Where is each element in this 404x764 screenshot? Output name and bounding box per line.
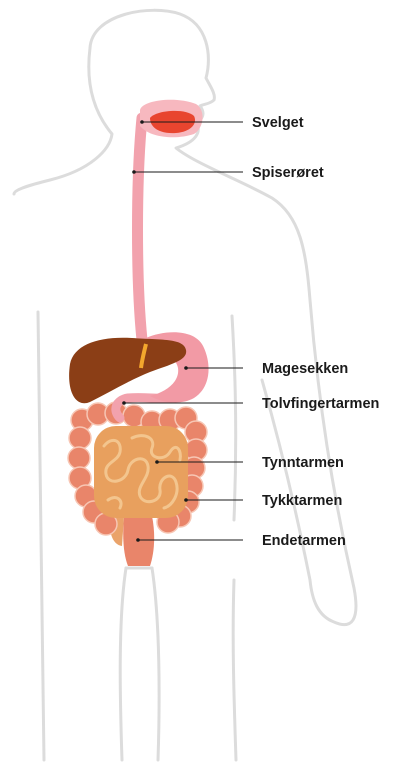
label-stomach: Magesekken: [262, 361, 348, 377]
esophagus-shape: [138, 118, 143, 340]
label-pharynx: Svelget: [252, 115, 304, 131]
dot-small-intestine: [155, 460, 159, 464]
label-rectum: Endetarmen: [262, 533, 346, 549]
dot-esophagus: [132, 170, 136, 174]
label-duodenum: Tolvfingertarmen: [262, 396, 379, 412]
labels: Svelget Spiserøret Magesekken Tolvfinger…: [252, 115, 379, 549]
label-esophagus: Spiserøret: [252, 165, 324, 181]
dot-pharynx: [140, 120, 144, 124]
label-small-intestine: Tynntarmen: [262, 455, 344, 471]
label-large-intestine: Tykktarmen: [262, 493, 342, 509]
dot-duodenum: [122, 401, 126, 405]
small-intestine-shape: [94, 426, 188, 518]
dot-large-intestine: [184, 498, 188, 502]
dot-rectum: [136, 538, 140, 542]
dot-stomach: [184, 366, 188, 370]
